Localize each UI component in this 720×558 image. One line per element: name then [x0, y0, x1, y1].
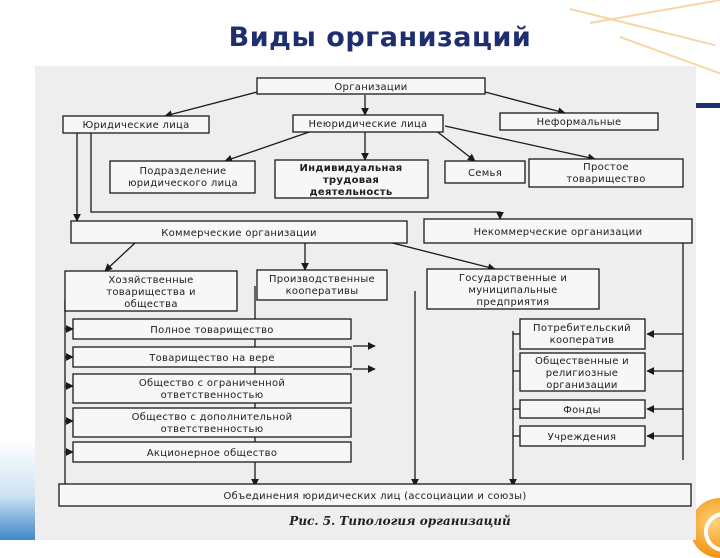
node-institutions: Учреждения: [519, 425, 646, 447]
svg-text:Хозяйственные: Хозяйственные: [108, 275, 193, 286]
slide-title: Виды организаций: [228, 22, 532, 53]
svg-text:организации: организации: [546, 380, 617, 391]
typology-diagram: Организации Юридические лица Неюридическ…: [58, 77, 693, 528]
node-full-partnership: Полное товарищество: [72, 318, 352, 340]
node-state-enterprises: Государственные и муниципальные предприя…: [426, 268, 600, 310]
node-public-religious: Общественные и религиозные организации: [519, 352, 646, 392]
node-joint-stock-company: Акционерное общество: [72, 441, 352, 463]
node-limited-partnership: Товарищество на вере: [72, 346, 352, 368]
svg-text:Подразделение: Подразделение: [139, 166, 226, 177]
svg-text:Неформальные: Неформальные: [537, 117, 622, 128]
node-commercial: Коммерческие организации: [70, 220, 408, 244]
svg-text:Потребительский: Потребительский: [533, 323, 631, 334]
svg-text:Учреждения: Учреждения: [548, 432, 617, 443]
svg-text:Семья: Семья: [468, 168, 502, 179]
svg-text:товарищества и: товарищества и: [106, 287, 196, 298]
svg-text:Государственные и: Государственные и: [459, 273, 567, 284]
svg-text:Общественные и: Общественные и: [535, 356, 629, 367]
svg-text:Общество с ограниченной: Общество с ограниченной: [139, 378, 285, 389]
svg-text:Производственные: Производственные: [269, 274, 375, 285]
node-associations: Объединения юридических лиц (ассоциации …: [58, 483, 692, 507]
node-business-companies: Хозяйственные товарищества и общества: [64, 270, 238, 312]
svg-text:муниципальные: муниципальные: [468, 285, 557, 296]
figure-caption: Рис. 5. Типология организаций: [288, 514, 511, 528]
svg-text:Индивидуальная: Индивидуальная: [300, 163, 403, 174]
node-consumer-cooperative: Потребительский кооператив: [519, 318, 646, 350]
svg-text:деятельность: деятельность: [310, 187, 393, 198]
node-non-legal-entities: Неюридические лица: [292, 114, 444, 133]
svg-text:Организации: Организации: [334, 82, 407, 93]
svg-text:Общество с дополнительной: Общество с дополнительной: [132, 412, 293, 423]
svg-text:Некоммерческие организации: Некоммерческие организации: [474, 227, 643, 238]
svg-text:Акционерное общество: Акционерное общество: [147, 448, 278, 459]
svg-text:товарищество: товарищество: [566, 174, 645, 185]
svg-text:Фонды: Фонды: [563, 405, 601, 416]
svg-text:Товарищество на вере: Товарищество на вере: [148, 353, 275, 364]
node-production-cooperatives: Производственные кооперативы: [256, 269, 388, 301]
node-llc: Общество с ограниченной ответственностью: [72, 373, 352, 404]
decorative-strip: [0, 440, 36, 540]
svg-text:общества: общества: [124, 299, 178, 310]
node-informal: Неформальные: [499, 112, 659, 131]
svg-text:предприятия: предприятия: [477, 297, 550, 308]
svg-text:кооператив: кооператив: [550, 335, 615, 346]
node-additional-liability-company: Общество с дополнительной ответственност…: [72, 407, 352, 438]
svg-text:религиозные: религиозные: [546, 368, 618, 379]
svg-text:ответственностью: ответственностью: [161, 424, 264, 435]
node-funds: Фонды: [519, 399, 646, 419]
node-individual-labor: Индивидуальная трудовая деятельность: [274, 159, 429, 199]
svg-text:Коммерческие организации: Коммерческие организации: [161, 228, 317, 239]
svg-text:кооперативы: кооперативы: [286, 286, 359, 297]
svg-text:Объединения юридических лиц (а: Объединения юридических лиц (ассоциации …: [223, 491, 526, 502]
node-simple-partnership: Простое товарищество: [528, 158, 684, 188]
svg-text:Простое: Простое: [583, 162, 629, 173]
node-legal-entities: Юридические лица: [62, 115, 210, 134]
node-non-commercial: Некоммерческие организации: [423, 218, 693, 244]
svg-text:трудовая: трудовая: [323, 175, 379, 186]
accent-bar: [696, 103, 720, 108]
svg-text:Юридические лица: Юридические лица: [82, 120, 189, 131]
svg-text:Полное товарищество: Полное товарищество: [150, 325, 273, 336]
node-organizations: Организации: [256, 77, 486, 95]
svg-text:ответственностью: ответственностью: [161, 390, 264, 401]
node-subdivision: Подразделение юридического лица: [109, 160, 256, 194]
node-family: Семья: [444, 160, 526, 184]
svg-text:Неюридические лица: Неюридические лица: [308, 119, 427, 130]
diagram-scan: Организации Юридические лица Неюридическ…: [35, 66, 696, 540]
svg-text:юридического лица: юридического лица: [128, 178, 238, 189]
